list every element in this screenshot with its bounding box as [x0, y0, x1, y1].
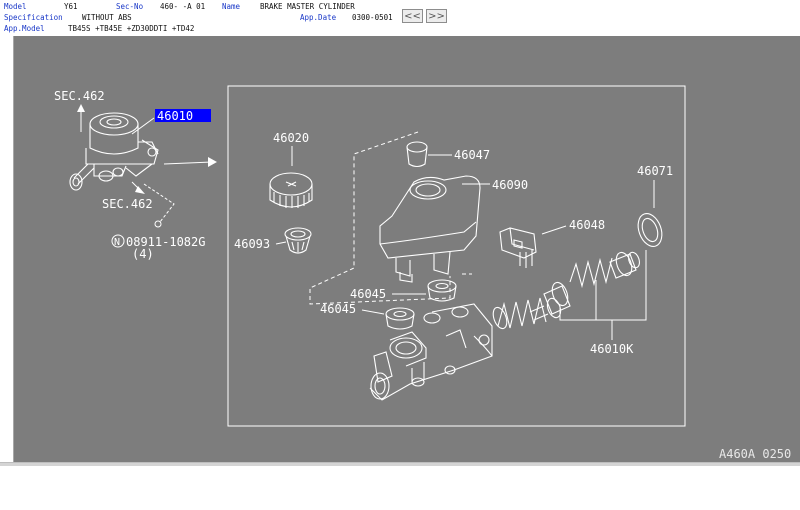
model-value: Y61 — [64, 2, 78, 11]
secno-label: Sec-No — [116, 2, 144, 11]
strainer: 46093 — [234, 227, 312, 254]
secno-value: 460- -A 01 — [160, 2, 206, 11]
level-sensor: 46048 — [499, 218, 605, 268]
model-label: Model — [4, 2, 27, 11]
piston-spring-assembly — [492, 251, 640, 330]
reservoir-seal: 46047 — [406, 141, 490, 168]
bolt-quantity: (4) — [132, 247, 154, 261]
grommet-upper: 46045 — [350, 279, 457, 302]
part-info-header: Model Y61 Sec-No 460- -A 01 Name BRAKE M… — [0, 0, 800, 36]
reservoir-group-bracket — [309, 131, 451, 305]
exploded-view-drawing: SEC.462 46010 — [54, 85, 791, 461]
name-label: Name — [222, 2, 241, 11]
part-46071-label[interactable]: 46071 — [637, 164, 673, 178]
part-46010-label[interactable]: 46010 — [157, 109, 193, 123]
appdate-label: App.Date — [300, 13, 337, 22]
part-46045-lower-label[interactable]: 46045 — [320, 302, 356, 316]
horizontal-scrollbar[interactable] — [0, 462, 800, 466]
sec-ref-bottom[interactable]: SEC.462 — [102, 197, 153, 211]
name-value: BRAKE MASTER CYLINDER — [260, 2, 355, 11]
appmodel-value: TB45S +TB45E +ZD30DDTI +TD42 — [68, 24, 195, 33]
parts-diagram-canvas[interactable]: SEC.462 46010 — [13, 36, 800, 462]
piston-seal: 46071 — [637, 164, 673, 247]
bolt-marker — [154, 220, 162, 228]
drawing-code: A460A 0250 — [719, 447, 791, 461]
master-cylinder-body — [369, 303, 493, 401]
spec-value: WITHOUT ABS — [82, 13, 132, 22]
overview-to-detail-arrow — [163, 161, 213, 165]
reservoir-cap: 46020 — [269, 131, 313, 208]
previous-page-button[interactable]: << — [402, 9, 423, 23]
overview-master-cylinder — [69, 112, 159, 191]
detail-frame — [227, 85, 686, 427]
part-46048-label[interactable]: 46048 — [569, 218, 605, 232]
part-46020-label[interactable]: 46020 — [273, 131, 309, 145]
bolt-symbol-circle — [111, 234, 125, 248]
arrow-down-icon — [135, 186, 145, 194]
appdate-value: 0300-0501 — [352, 13, 393, 22]
bolt-part-label[interactable]: 08911-1082G — [126, 235, 205, 249]
diagram-viewport: SEC.462 46010 — [0, 36, 800, 462]
leader-46010 — [131, 117, 155, 135]
part-46045-upper-label[interactable]: 46045 — [350, 287, 386, 301]
part-46090-label[interactable]: 46090 — [492, 178, 528, 192]
part-46047-label[interactable]: 46047 — [454, 148, 490, 162]
spec-label: Specification — [4, 13, 63, 22]
arrow-right-icon — [208, 157, 217, 167]
reservoir-tank: 46090 — [379, 175, 528, 283]
next-page-button[interactable]: >> — [426, 9, 447, 23]
arrow-up-icon — [77, 104, 85, 112]
grommet-lower: 46045 — [320, 302, 415, 330]
selected-part-highlight — [155, 109, 211, 122]
part-46010K-label[interactable]: 46010K — [590, 342, 634, 356]
sec-ref-top[interactable]: SEC.462 — [54, 89, 105, 103]
kit-bracket: 46010K — [559, 250, 647, 356]
part-46093-label[interactable]: 46093 — [234, 237, 270, 251]
appmodel-label: App.Model — [4, 24, 45, 33]
bolt-symbol: N — [114, 237, 120, 248]
overview-assembly: SEC.462 46010 — [54, 89, 217, 261]
